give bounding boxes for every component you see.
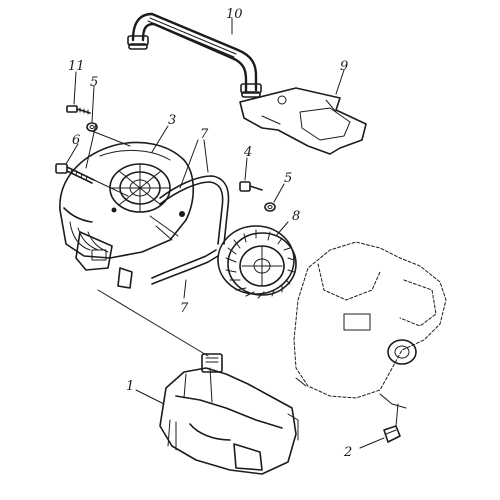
callout-8: 8 [292, 209, 300, 224]
part-7-hose-lower [151, 249, 219, 299]
part-5-washer-lower [264, 183, 285, 212]
callout-3: 3 [168, 113, 176, 128]
part-4-bolt [239, 157, 263, 192]
part-3-fan-housing [59, 125, 195, 289]
engine-crankcase-outline [293, 241, 447, 409]
leader-11-5b [85, 123, 97, 169]
callout-7-lower: 7 [180, 301, 189, 316]
part-9-gasket-plate [239, 87, 367, 155]
part-6-bolt [55, 163, 95, 184]
callout-10: 10 [226, 7, 243, 22]
part-1-shroud-cover [97, 289, 299, 475]
callout-2: 2 [343, 445, 352, 460]
callout-6: 6 [72, 133, 80, 148]
part-8-fan-wheel [217, 221, 297, 299]
callout-5-lower: 5 [284, 171, 292, 186]
callout-11: 11 [68, 59, 85, 74]
callout-4: 4 [243, 145, 252, 160]
leader-6 [93, 179, 129, 197]
leader-11-5 [91, 130, 131, 147]
callout-labels: 10 9 11 5 3 7 6 4 5 8 7 1 2 [68, 7, 352, 460]
callout-5-upper: 5 [90, 75, 98, 90]
callout-9: 9 [340, 59, 348, 74]
part-2-clip [359, 403, 401, 449]
part-11-screw [66, 105, 91, 115]
part-7-hose-upper [159, 139, 230, 245]
leader-lines [65, 17, 345, 165]
part-10-handle-hose [127, 12, 262, 98]
callout-1: 1 [126, 379, 134, 394]
callout-7-upper: 7 [200, 127, 209, 142]
